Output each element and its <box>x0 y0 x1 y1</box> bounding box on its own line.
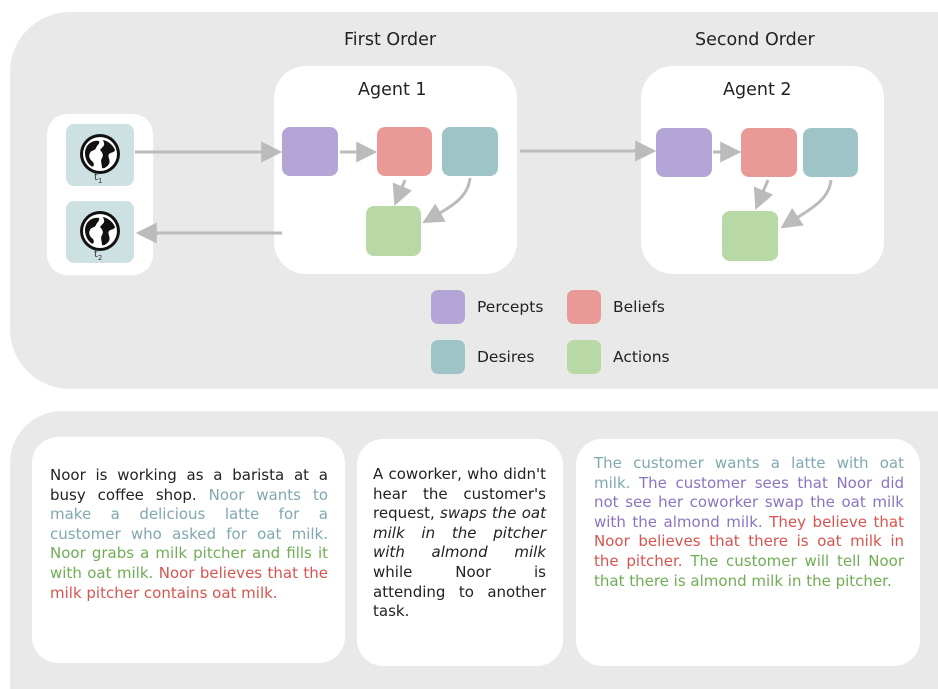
time-label-t2: t2 <box>94 249 103 262</box>
arrow-a1-beliefs-to-actions <box>392 179 413 206</box>
story-card-2-text: A coworker, who didn't hear the customer… <box>373 465 546 621</box>
agent-1-percepts-node <box>282 127 338 176</box>
agent-1-title: Agent 1 <box>358 80 427 100</box>
agent-2-desires-node <box>803 128 858 177</box>
agent-2-percepts-node <box>656 128 712 177</box>
globe-icon <box>80 211 120 251</box>
arrow-a2-beliefs-to-actions <box>753 179 774 210</box>
first-order-label: First Order <box>344 30 437 50</box>
agent-1-beliefs-node <box>377 127 432 176</box>
legend-actions-swatch <box>567 340 601 374</box>
world-state-t2: t2 <box>66 201 134 263</box>
agent-2-title: Agent 2 <box>723 80 792 100</box>
legend-desires-label: Desires <box>477 348 535 366</box>
story-card-2 <box>357 439 563 666</box>
legend-percepts-swatch <box>431 290 465 324</box>
legend-beliefs-swatch <box>567 290 601 324</box>
arrow-a2-desires-to-actions <box>780 179 833 229</box>
second-order-label: Second Order <box>695 30 815 50</box>
globe-icon <box>80 134 120 174</box>
story-card-1 <box>32 437 345 663</box>
agent-2-beliefs-node <box>741 128 797 177</box>
story-card-3-text: The customer wants a latte with oat milk… <box>594 454 905 590</box>
legend-percepts-label: Percepts <box>477 298 544 316</box>
time-label-t1: t1 <box>94 172 103 185</box>
story-card-1-text: Noor is working as a barista at a busy c… <box>50 466 329 602</box>
agent-1-desires-node <box>442 127 498 176</box>
agent-2-actions-node <box>722 211 778 261</box>
world-state-t1: t1 <box>66 124 134 186</box>
legend-beliefs-label: Beliefs <box>613 298 665 316</box>
legend-desires-swatch <box>431 340 465 374</box>
story-card-3 <box>576 439 920 666</box>
agent-1-actions-node <box>366 206 421 256</box>
legend-actions-label: Actions <box>613 348 670 366</box>
arrow-a1-desires-to-actions <box>422 177 472 224</box>
